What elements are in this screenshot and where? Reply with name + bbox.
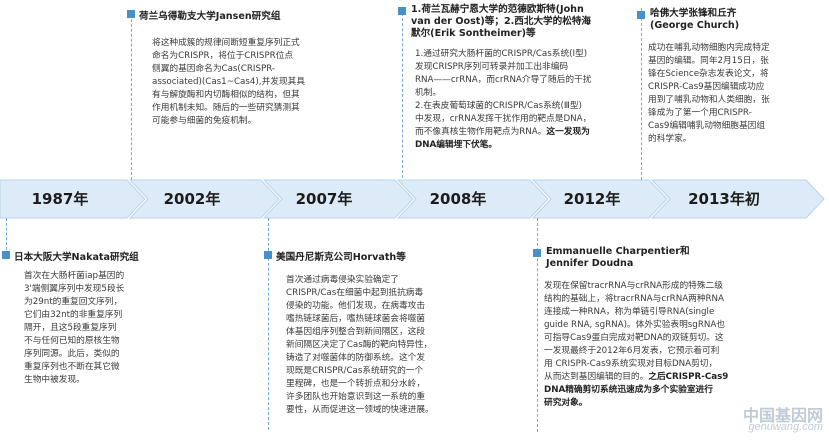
entry-2008-oost-sontheimer: 1.荷兰瓦赫宁恩大学的范德欧斯特(John van der Oost)等；2.西… — [398, 4, 634, 152]
timeline-segment-1987 — [0, 179, 146, 219]
year-1987: 1987年 — [31, 190, 89, 208]
timeline-segment-2008 — [396, 179, 549, 219]
connector-2012 — [537, 218, 538, 432]
entry-2013-zhang-church: 哈佛大学张锋和丘齐 (George Church) 成功在哺乳动物细胞内完成特定… — [637, 8, 825, 146]
year-2012: 2012年 — [563, 190, 621, 208]
connector-1987 — [6, 218, 7, 250]
timeline-segment-2012 — [531, 179, 668, 219]
entry-title: 荷兰乌得勒支大学Jansen研究组 — [127, 10, 339, 23]
watermark-en: genuwang.com — [748, 421, 823, 433]
entry-2007-horvath: 美国丹尼斯克公司Horvath等 首次通过病毒侵染实验确定了 CRISPR/Ca… — [264, 251, 464, 417]
entry-1987-nakata: 日本大阪大学Nakata研究组 首次在大肠杆菌iap基因的 3'端侧翼序列中发现… — [2, 251, 160, 387]
timeline-arrows — [0, 179, 825, 219]
entry-title: Emmanuelle Charpentier和 Jennifer Doudna — [533, 246, 755, 270]
entry-body: 首次通过病毒侵染实验确定了 CRISPR/Cas在细菌中起到抵抗病毒 侵染的功能… — [286, 275, 434, 415]
connector-2013 — [641, 8, 642, 180]
bullet-marker — [637, 11, 645, 19]
entry-title: 哈佛大学张锋和丘齐 (George Church) — [637, 8, 825, 32]
entry-body: 1.通过研究大肠杆菌的CRISPR/Cas系统(Ⅰ型) 发现CRISPR序列可转… — [415, 49, 592, 150]
year-2002: 2002年 — [163, 190, 221, 208]
year-2013: 2013年初 — [688, 190, 760, 208]
timeline-segment-2002 — [128, 179, 280, 219]
bullet-marker — [264, 251, 272, 259]
entry-2012-charpentier-doudna: Emmanuelle Charpentier和 Jennifer Doudna … — [533, 246, 755, 410]
entry-2002-jansen: 荷兰乌得勒支大学Jansen研究组 将这种成簇的规律间断短重复序列正式 命名为C… — [127, 10, 339, 128]
entry-title: 1.荷兰瓦赫宁恩大学的范德欧斯特(John van der Oost)等；2.西… — [398, 4, 634, 40]
connector-2002 — [131, 14, 132, 180]
connector-2008 — [402, 8, 403, 178]
year-2007: 2007年 — [295, 190, 353, 208]
year-2008: 2008年 — [429, 190, 487, 208]
bullet-marker — [2, 251, 10, 259]
bullet-marker — [398, 7, 406, 15]
bullet-marker — [533, 249, 541, 257]
entry-body: 将这种成簇的规律间断短重复序列正式 命名为CRISPR，将位于CRISPR位点 … — [152, 38, 306, 126]
timeline-segment-2013 — [650, 179, 825, 219]
entry-body: 发现在保留tracrRNA与crRNA形成的特殊二级 结构的基础上，将tracr… — [544, 281, 729, 408]
entry-body: 成功在哺乳动物细胞内完成特定 基因的编辑。同年2月15日，张 锋在Science… — [648, 43, 770, 144]
entry-title: 日本大阪大学Nakata研究组 — [2, 251, 160, 264]
watermark-cn: 中国基因网 — [742, 408, 823, 425]
timeline-segment-2007 — [262, 179, 414, 219]
bullet-marker — [127, 10, 135, 18]
connector-2007 — [268, 218, 269, 430]
entry-title: 美国丹尼斯克公司Horvath等 — [264, 251, 464, 264]
entry-body: 首次在大肠杆菌iap基因的 3'端侧翼序列中发现5段长 为29nt的重复回文序列… — [24, 271, 125, 385]
